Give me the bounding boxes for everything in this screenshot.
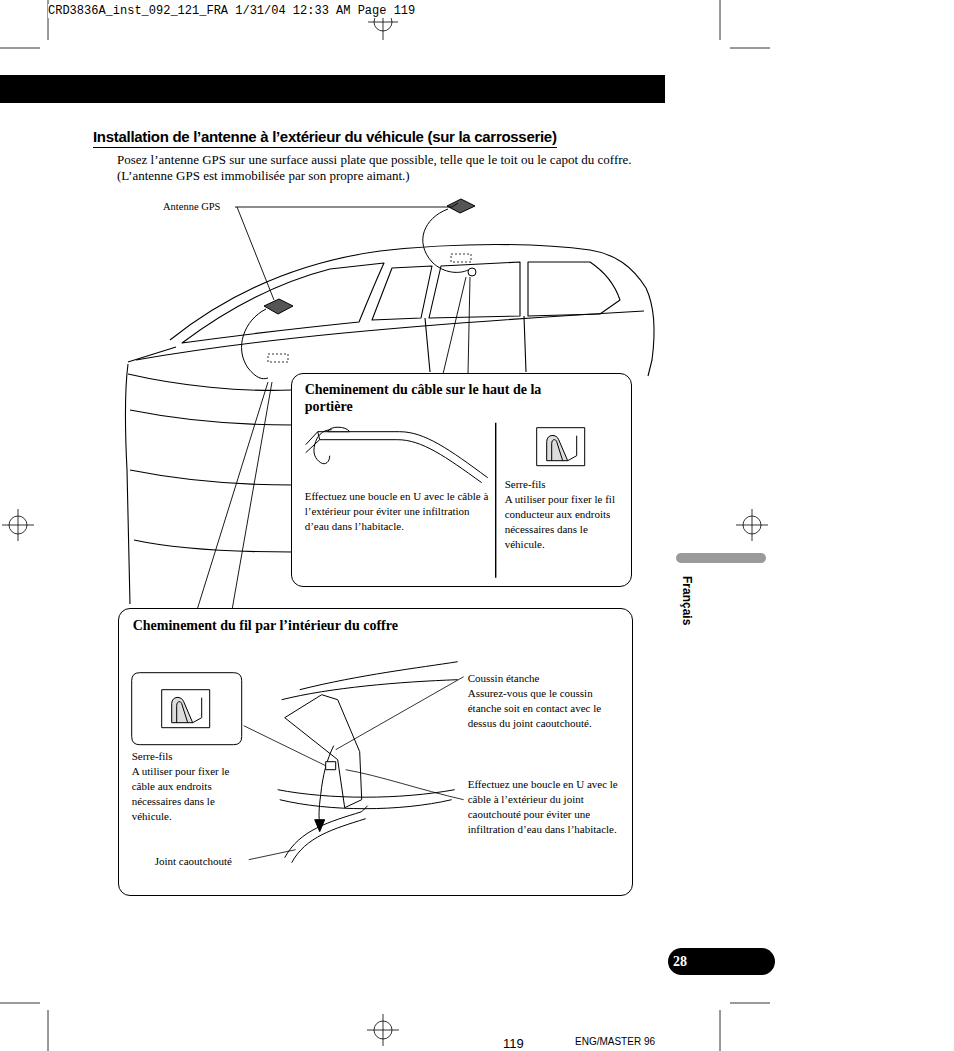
section-title: Installation de l’antenne à l’extérieur … <box>93 127 557 148</box>
illustration-stroke <box>346 770 464 800</box>
illustration-stroke <box>495 423 496 578</box>
illustration-stroke <box>162 690 210 728</box>
illustration-stroke <box>249 850 296 860</box>
illustration-stroke <box>172 697 193 722</box>
instruction-text: Posez l’antenne GPS sur une surface auss… <box>117 152 639 184</box>
language-tab <box>676 553 766 563</box>
box-heading: Cheminement du câble sur le haut de la p… <box>305 381 590 415</box>
illustration-stroke <box>132 673 242 745</box>
part-name: Joint caoutchouté <box>155 854 285 869</box>
illustration-stroke <box>537 428 585 466</box>
illustration-stroke <box>314 430 332 464</box>
illustration-stroke <box>282 680 458 700</box>
illustration-stroke <box>292 819 366 863</box>
illustration-stroke <box>319 746 334 824</box>
illustration-stroke <box>547 435 568 460</box>
note-text: A utiliser pour fixer le câble aux endro… <box>132 764 252 824</box>
illustration-stroke <box>326 762 336 770</box>
section-number: 28 <box>668 948 775 975</box>
part-name: Coussin étanche <box>468 671 626 686</box>
callout-box: Cheminement du câble sur le haut de la p… <box>291 373 632 587</box>
illustration-stroke <box>193 698 202 723</box>
gps-antenna <box>242 199 476 379</box>
print-mark: ENG/MASTER 96 <box>575 1035 655 1048</box>
note-text: Effectuez une boucle en U avec le câble … <box>468 777 626 837</box>
illustration-stroke <box>568 436 577 461</box>
illustration-stroke <box>552 440 563 461</box>
note-text: Assurez-vous que le coussin étanche soit… <box>468 686 626 731</box>
illustration-stroke <box>306 432 488 478</box>
detail-illustration <box>119 609 634 897</box>
note-text: Effectuez une boucle en U avec le câble … <box>305 489 490 534</box>
print-mark: CRD3836A_inst_092_121_FRA 1/31/04 12:33 … <box>48 4 415 18</box>
page-number: 119 <box>503 1036 524 1051</box>
illustration-stroke <box>300 662 458 690</box>
header-bar <box>0 75 665 103</box>
illustration-stroke <box>177 702 188 723</box>
callout-box: Cheminement du fil par l’intérieur du co… <box>118 608 633 896</box>
note-text: A utiliser pour fixer le fil conducteur … <box>505 492 627 552</box>
language-tab-label: Français <box>679 576 694 625</box>
illustration-stroke <box>306 440 482 483</box>
illustration-stroke <box>285 806 368 858</box>
illustration-stroke <box>336 677 464 750</box>
crop-marks <box>0 0 770 1051</box>
part-name: Antenne GPS <box>163 200 220 213</box>
part-name: Serre-fils <box>505 477 627 492</box>
illustration-stroke <box>315 820 325 832</box>
box-heading: Cheminement du fil par l’intérieur du co… <box>133 617 553 634</box>
illustration-stroke <box>244 726 326 766</box>
car-body <box>125 245 654 605</box>
part-name: Serre-fils <box>132 749 252 764</box>
